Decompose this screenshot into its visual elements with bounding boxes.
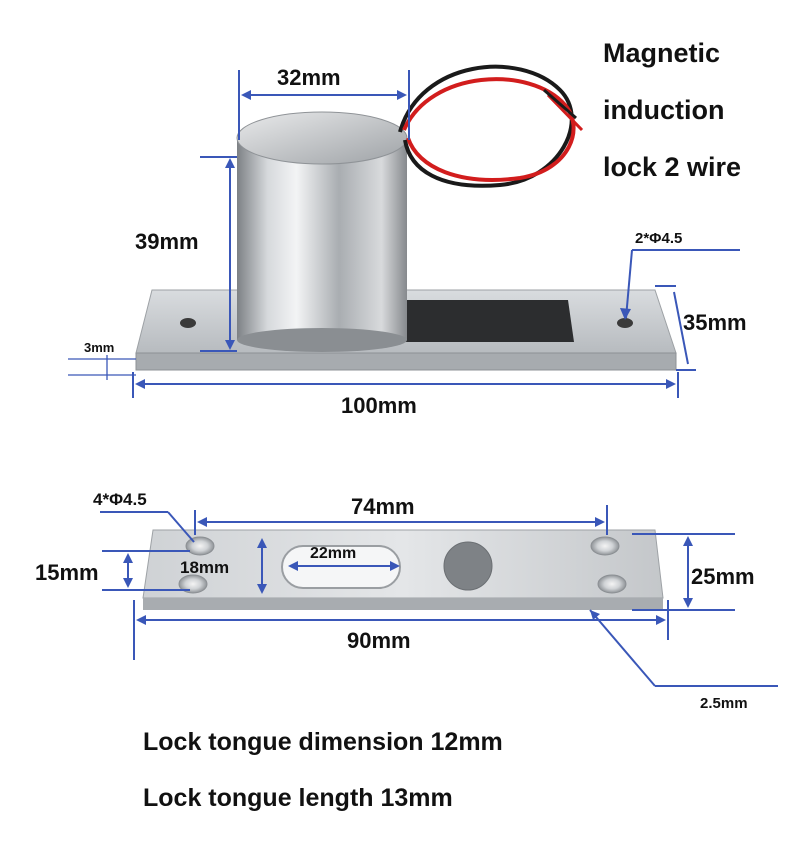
label-2-5mm: 2.5mm [700,695,748,712]
bottom-plate [142,529,664,610]
dim-22mm [288,561,400,571]
dim-3mm [68,355,136,380]
dim-39mm [200,156,237,352]
countersink-hole-3 [590,536,620,556]
title-line-3: lock 2 wire [603,152,741,182]
dim-100mm [132,372,679,398]
cylinder-magnet [236,111,408,352]
dim-2-5mm [589,609,778,687]
label-25mm: 25mm [691,564,755,589]
dim-35mm [655,285,696,371]
dim-18mm [257,538,267,594]
label-4-holes: 4*Φ4.5 [93,490,147,509]
label-32mm: 32mm [277,65,341,90]
dim-15mm [102,550,190,591]
dim-25mm [632,533,735,611]
label-18mm: 18mm [180,558,229,577]
dim-4-holes [100,511,195,543]
label-15mm: 15mm [35,560,99,585]
dim-90mm [133,600,669,660]
mount-hole-right [617,318,633,328]
label-2-holes: 2*Φ4.5 [635,230,682,247]
note-tongue-length: Lock tongue length 13mm [143,784,453,812]
lead-wires [398,64,584,188]
label-90mm: 90mm [347,628,411,653]
countersink-hole-2 [178,574,208,594]
countersink-hole-4 [597,574,627,594]
dim-hole-2 [620,249,740,320]
label-22mm: 22mm [310,545,356,562]
countersink-hole-1 [185,536,215,556]
note-tongue-dimension: Lock tongue dimension 12mm [143,728,503,756]
label-100mm: 100mm [341,393,417,418]
sensor-disc [443,541,493,591]
label-74mm: 74mm [351,494,415,519]
label-39mm: 39mm [135,229,199,254]
dim-32mm [238,70,410,140]
title-line-1: Magnetic [603,38,720,68]
label-35mm: 35mm [683,310,747,335]
mount-hole-left [180,318,196,328]
dim-74mm [194,505,608,535]
label-3mm: 3mm [84,340,114,355]
title-line-2: induction [603,95,724,125]
magnet-recess [402,300,574,342]
